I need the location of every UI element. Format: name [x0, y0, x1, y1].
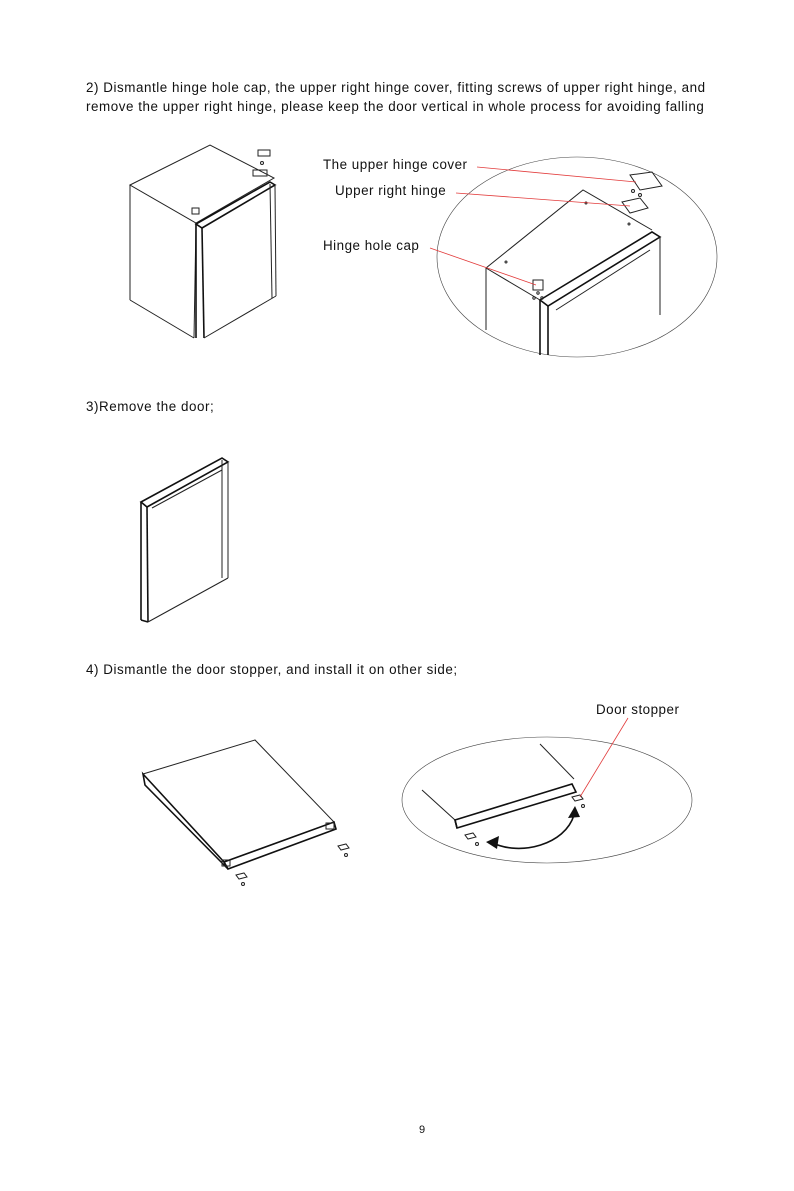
door-lying-illustration [141, 739, 350, 886]
step-2-instruction: 2) Dismantle hinge hole cap, the upper r… [86, 80, 706, 114]
step-3-instruction: 3)Remove the door; [86, 399, 215, 414]
swap-arrow [492, 814, 575, 850]
door-removed-figure [139, 457, 230, 623]
fridge-overview-illustration [128, 144, 277, 339]
upper-right-hinge-leader [455, 192, 631, 207]
door-stopper-figure [141, 717, 693, 886]
door-illustration [139, 457, 230, 623]
upper-right-hinge-label: Upper right hinge [335, 183, 447, 198]
hinge-removal-figure [128, 144, 718, 358]
arrow-head-left-icon [486, 836, 499, 849]
step-4-instruction: 4) Dismantle the door stopper, and insta… [86, 662, 458, 677]
hinge-hole-cap-leader [429, 247, 537, 286]
door-stopper-leader [579, 717, 629, 798]
upper-hinge-cover-label: The upper hinge cover [323, 157, 468, 172]
door-stopper-detail-zoom-illustration [401, 736, 693, 864]
page-number: 9 [418, 1124, 426, 1136]
arrow-head-right-icon [568, 806, 580, 818]
hinge-hole-cap-label: Hinge hole cap [323, 238, 420, 253]
upper-hinge-cover-leader [476, 166, 637, 183]
door-stopper-label: Door stopper [596, 702, 680, 717]
hinge-detail-zoom-illustration [436, 156, 718, 358]
